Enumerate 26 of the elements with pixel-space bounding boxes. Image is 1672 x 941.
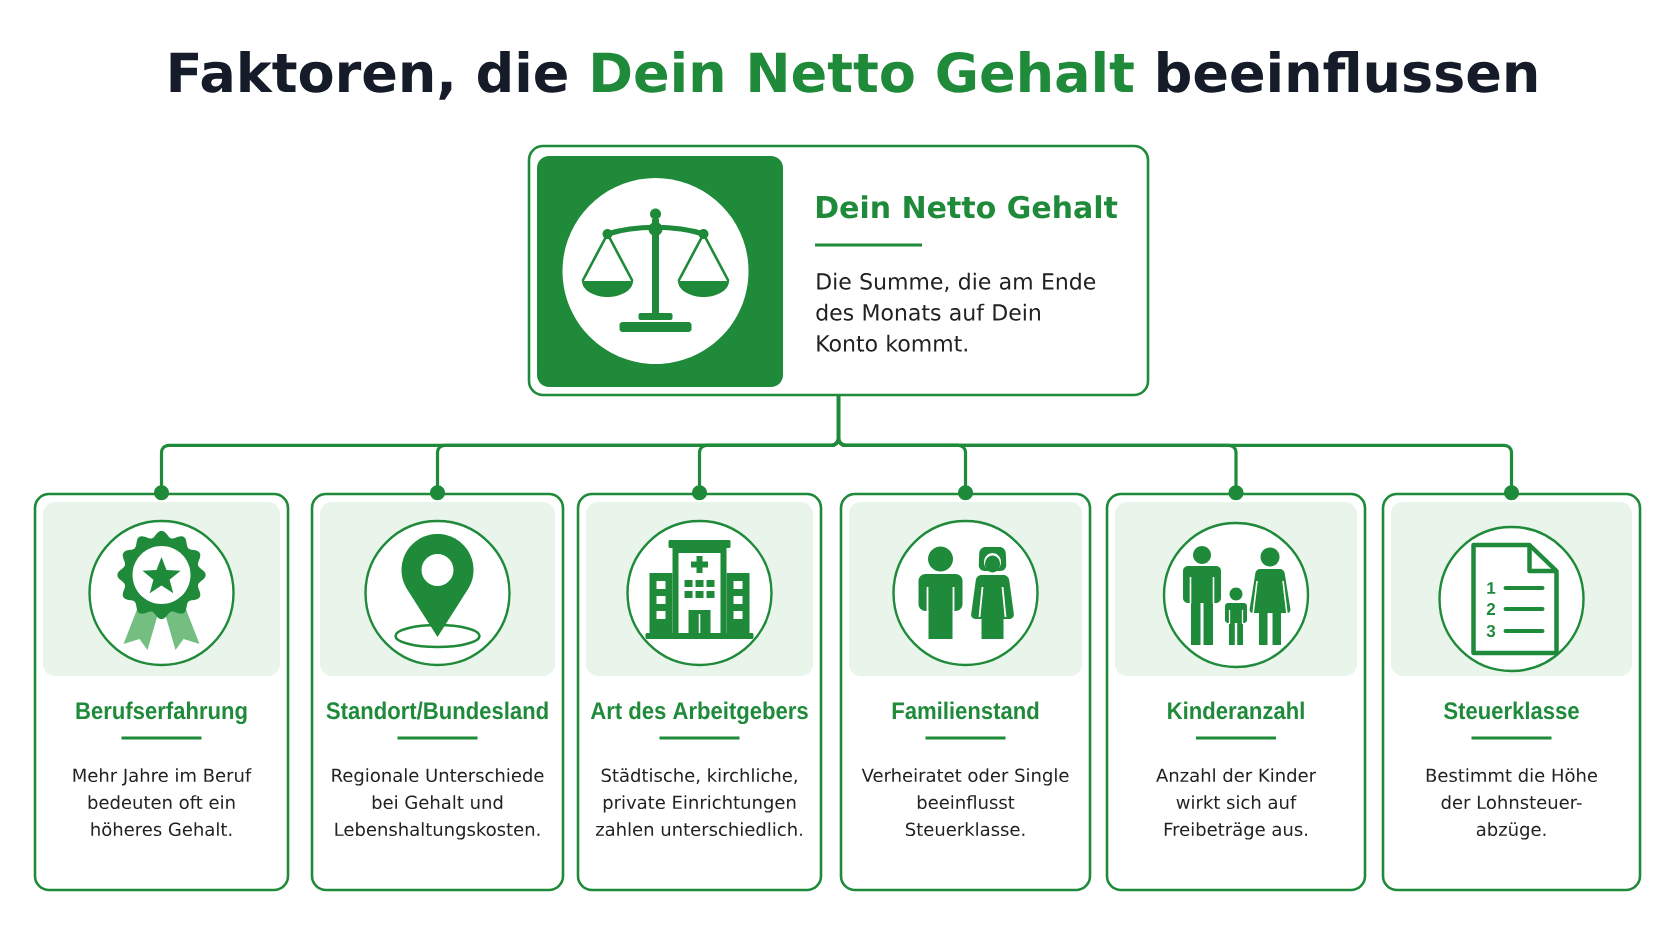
info-card [33, 492, 290, 892]
list-number: 1 [1487, 582, 1496, 594]
info-card [1105, 492, 1367, 892]
info-card [576, 492, 823, 892]
card-title: Steuerklasse [1444, 701, 1579, 720]
card-text: Anzahl der Kinder wirkt sich auf Freibeträge aus. [1156, 768, 1317, 840]
card-title: Berufserfahrung [76, 701, 247, 725]
box-text: Die Summe, die am Ende des Monats auf Dein Konto kommt. [816, 272, 1096, 352]
card-text: Verheiratet oder Single beeinflusst Steuerklasse. [861, 768, 1069, 837]
box-heading: Dein Netto Gehalt [816, 195, 1118, 219]
list-number: 2 [1486, 603, 1496, 615]
card-title: Kinderanzahl [1168, 701, 1304, 720]
card-text: Mehr Jahre im Beruf bedeuten oft ein höheres Gehalt. [73, 768, 252, 837]
card-title: Familienstand [892, 701, 1039, 720]
list-number: 3 [1486, 624, 1496, 637]
card-text: Städtische, kirchliche, private Einrichtungen zahlen unterschiedlich. [595, 768, 802, 837]
card-title: Art des Arbeitgebers [590, 701, 808, 725]
info-card [310, 492, 565, 892]
info-card [1381, 492, 1642, 892]
card-text: Regionale Unterschiede bei Gehalt und Lebenshaltungskosten. [332, 768, 544, 840]
card-text: Bestimmt die Höhe der Lohnsteuer- abzüge. [1426, 768, 1597, 840]
title: Faktoren, die Dein Netto Gehalt beeinflussen [170, 50, 1537, 100]
info-box [527, 144, 1150, 397]
connector-line [836, 396, 1519, 501]
info-card [839, 492, 1092, 892]
card-title: Standort/Bundesland [326, 701, 548, 720]
